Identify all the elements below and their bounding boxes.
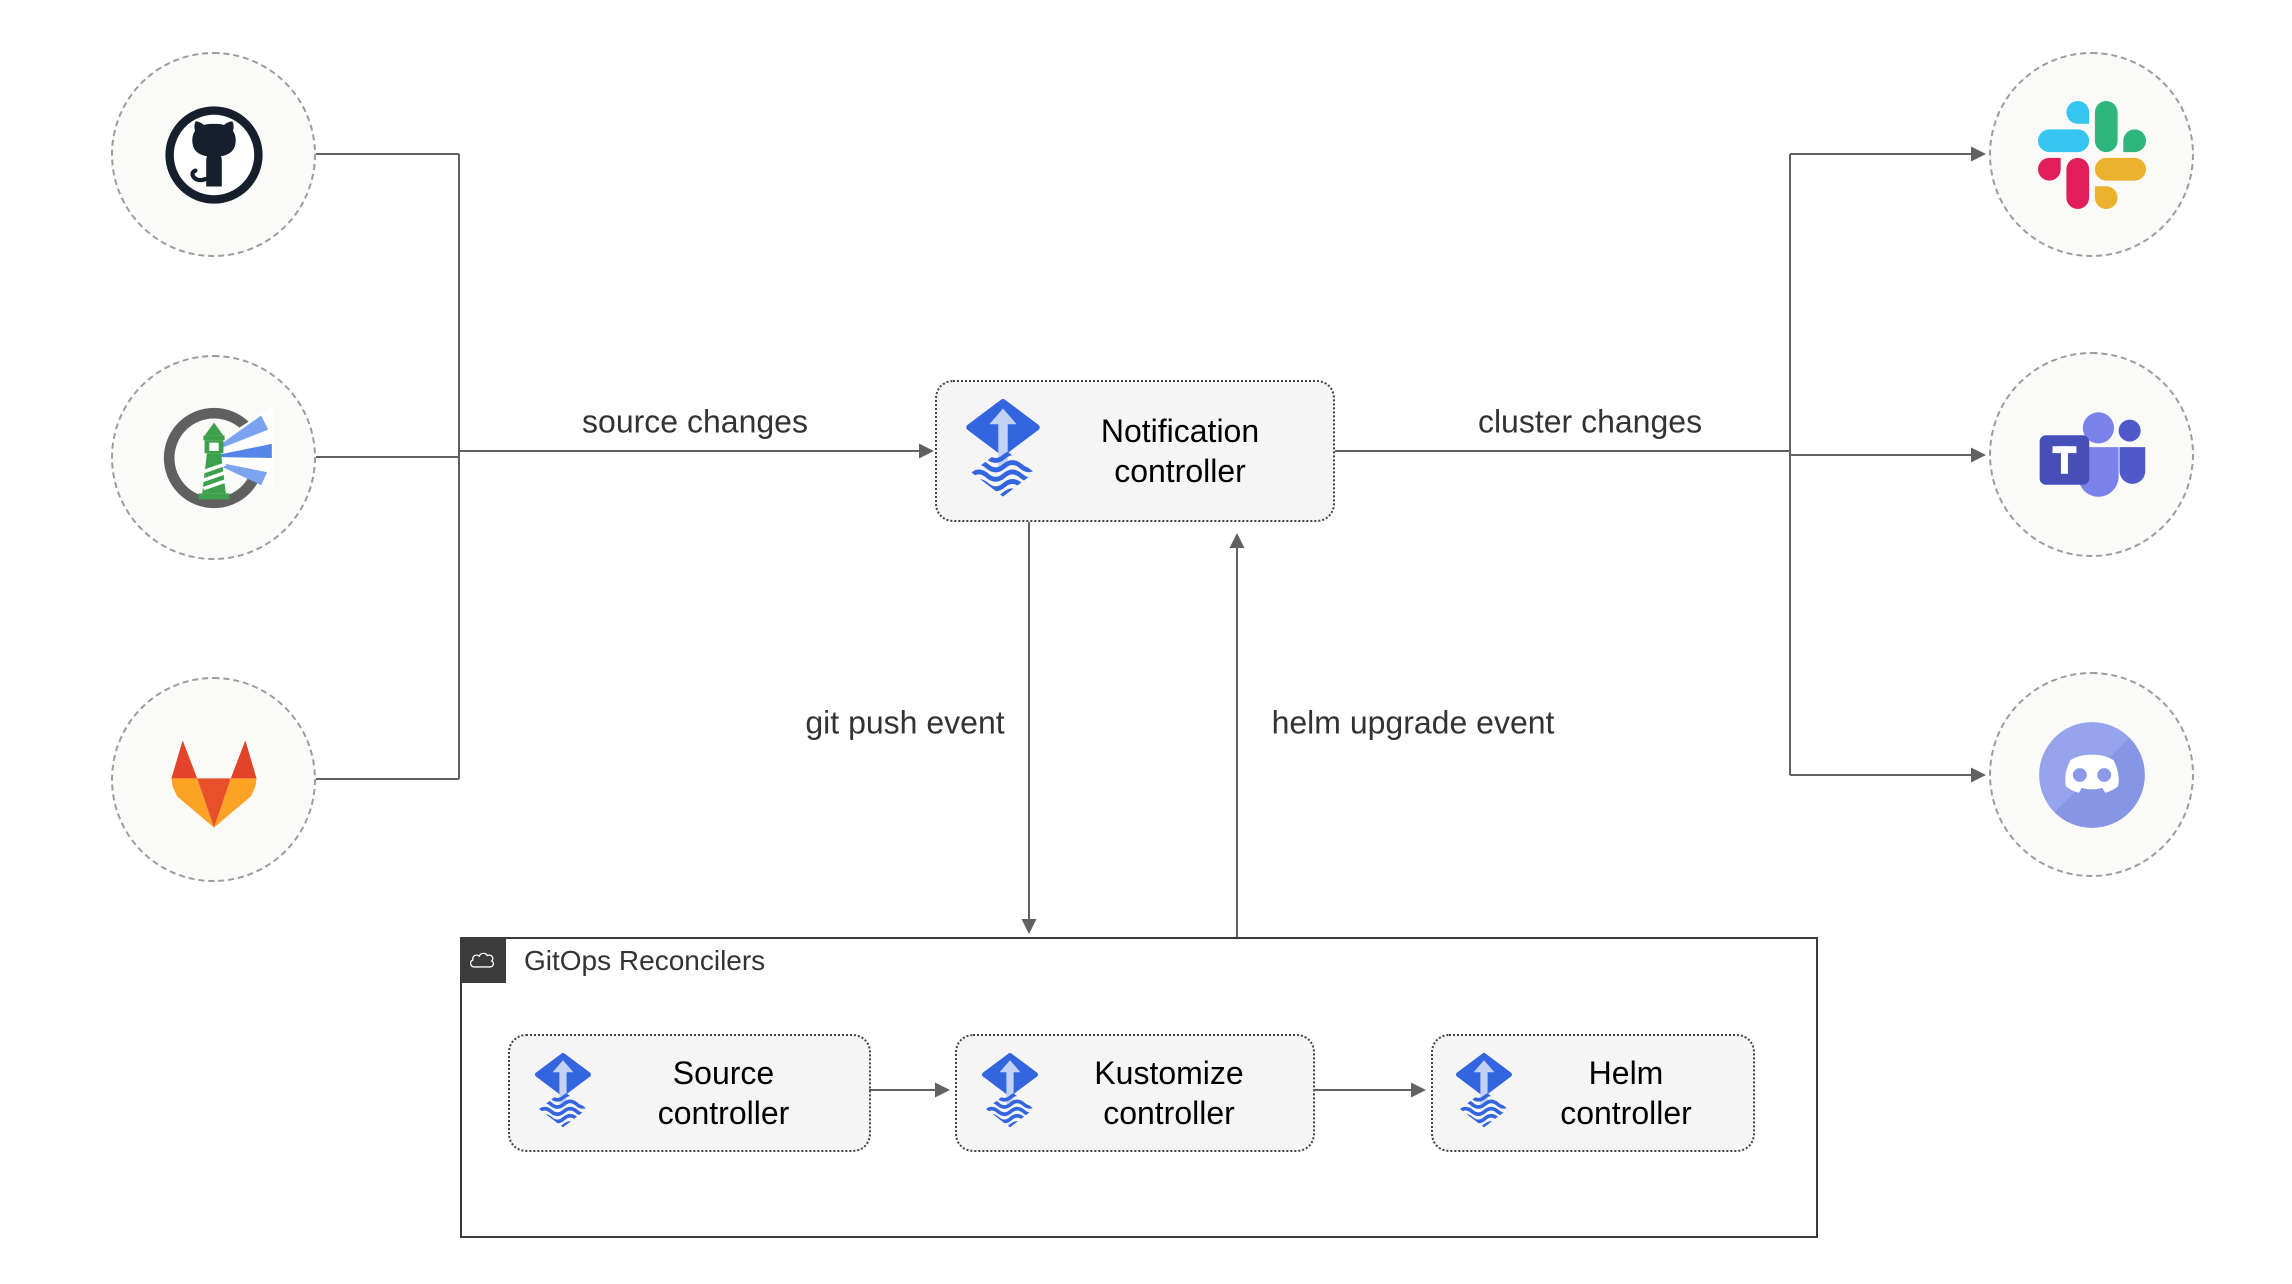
node-teams [1989, 352, 2194, 557]
node-label: Helm controller [1560, 1055, 1692, 1131]
cloud-icon [469, 952, 495, 968]
flux-icon [534, 1053, 592, 1133]
edge-label-git-push-event: git push event [805, 704, 1005, 741]
node-slack [1989, 52, 2194, 257]
notification-controller-node: Notification controller [935, 380, 1335, 522]
edge-label-source-changes: source changes [582, 403, 808, 440]
microsoft-teams-icon [2039, 412, 2145, 497]
flux-icon [1455, 1053, 1513, 1133]
gitops-reconcilers-group: GitOps Reconcilers Source controller Kus… [460, 937, 1818, 1238]
github-icon [164, 105, 263, 204]
node-gitlab [111, 677, 316, 882]
source-controller-node: Source controller [508, 1034, 871, 1152]
flux-icon [981, 1053, 1039, 1133]
node-github [111, 52, 316, 257]
edge-label-cluster-changes: cluster changes [1477, 403, 1703, 440]
discord-icon [2038, 721, 2145, 828]
edge-label-helm-upgrade-event: helm upgrade event [1271, 704, 1555, 741]
node-label: Notification controller [1100, 413, 1260, 489]
node-label: Kustomize controller [1094, 1055, 1244, 1131]
gitlab-icon [170, 740, 257, 828]
helm-controller-node: Helm controller [1431, 1034, 1755, 1152]
group-badge [460, 937, 506, 983]
node-label: Source controller [657, 1055, 790, 1131]
flux-icon [965, 399, 1041, 504]
group-title: GitOps Reconcilers [524, 945, 766, 976]
kustomize-controller-node: Kustomize controller [955, 1034, 1315, 1152]
harbor-icon [163, 405, 273, 508]
node-harbor [111, 355, 316, 560]
node-discord [1989, 672, 2194, 877]
slack-icon [2037, 100, 2146, 209]
